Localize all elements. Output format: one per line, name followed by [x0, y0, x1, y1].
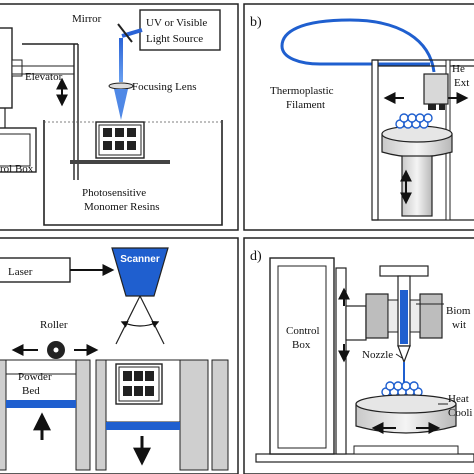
heat-label-2: Cooli: [448, 407, 472, 419]
control-box-label-2: Box: [292, 339, 311, 351]
control-box-label-1: Control: [286, 325, 320, 337]
panel-frames: [0, 3, 474, 474]
filament-coil: [280, 18, 436, 73]
focusing-lens: [108, 82, 134, 90]
control-box-label: rol Box: [0, 163, 34, 175]
extruder-head: [423, 73, 449, 105]
build-wall-left: [95, 359, 107, 471]
head-block-right: [419, 293, 443, 339]
panel-b-letter: b): [250, 15, 262, 30]
resin-tank: [43, 120, 223, 226]
scan-line-right: [139, 295, 165, 345]
nozzle-label: Nozzle: [362, 349, 393, 361]
printed-construct: [381, 381, 423, 397]
light-source-label-1: UV or Visible: [146, 17, 207, 29]
bio-label-1: Biom: [446, 305, 471, 317]
focused-beam: [114, 89, 128, 120]
heat-label-1: Heat: [448, 393, 469, 405]
resin-label-1: Photosensitive: [82, 187, 146, 199]
laser-box: [0, 257, 71, 283]
build-piston: [106, 422, 180, 430]
panel-d-letter: d): [250, 249, 262, 264]
bio-label-2: wit: [452, 319, 466, 331]
printed-object-b: [395, 113, 433, 129]
base-plate: [255, 453, 474, 463]
panel-a-frame: [0, 3, 239, 231]
powder-bed-label-2: Bed: [22, 385, 40, 397]
feed-piston: [6, 400, 76, 408]
scanner: [111, 247, 169, 297]
resin-label-2: Monomer Resins: [84, 201, 159, 213]
panel-b-frame: [243, 3, 474, 231]
filament-label-1: Thermoplastic: [270, 85, 334, 97]
extruder-label-2: Ext: [454, 77, 469, 89]
panel-d: d) Control Box Biom wit Nozzle: [250, 249, 474, 463]
nozzle: [397, 345, 411, 364]
panel-b: b) Thermoplastic Filament He Ext: [250, 15, 474, 221]
build-wall-right: [179, 359, 209, 471]
panel-c: Laser Scanner Roller Powder Bed: [0, 247, 229, 471]
powder-bed-label-1: Powder: [18, 371, 52, 383]
syringe-top: [379, 265, 429, 277]
filament-label-2: Filament: [286, 99, 325, 111]
panel-d-frame: [243, 237, 474, 474]
scan-sweep-arrow: [120, 321, 160, 328]
mirror-label: Mirror: [72, 13, 102, 25]
light-source-box: [139, 9, 221, 51]
scan-line-left: [115, 295, 141, 345]
light-beam-vertical: [119, 38, 123, 82]
light-source-label-2: Light Source: [146, 33, 203, 45]
scanner-label: Scanner: [120, 254, 160, 265]
focusing-lens-label: Focusing Lens: [132, 81, 196, 93]
feed-wall-left: [0, 359, 7, 471]
panel-a: Elevator rol Box Photosensitive Monomer …: [0, 9, 223, 226]
panel-c-frame: [0, 237, 239, 474]
roller-label: Roller: [40, 319, 68, 331]
laser-label: Laser: [8, 266, 33, 278]
elevator-clamp: [11, 59, 23, 77]
elevator-column: [0, 27, 13, 109]
feed-wall-right: [75, 359, 91, 471]
elevator-label: Elevator: [25, 71, 63, 83]
build-platform: [70, 160, 170, 164]
printer-frame-left: [371, 59, 379, 221]
printer-arm: [345, 305, 367, 341]
head-block-left: [365, 293, 389, 339]
mirror: [117, 23, 133, 43]
extruder-label-1: He: [452, 63, 465, 75]
